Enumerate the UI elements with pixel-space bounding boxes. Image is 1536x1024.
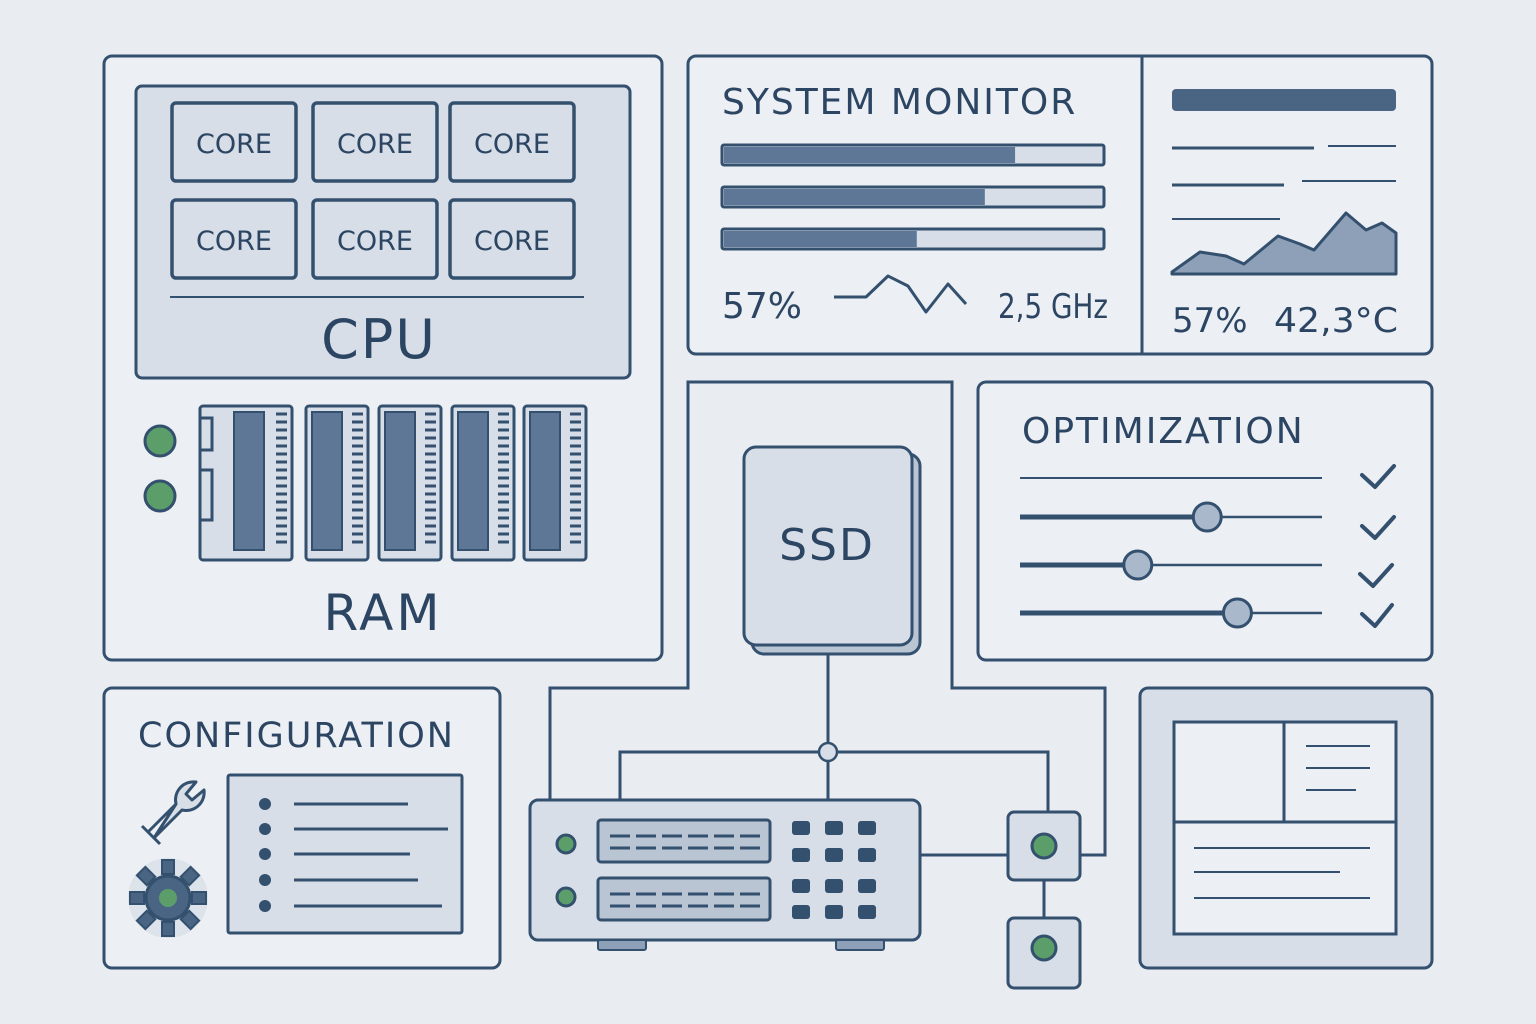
usage-bar	[720, 227, 1106, 251]
server-button	[792, 879, 810, 893]
system-monitor-panel: SYSTEM MONITOR 57% 2,5 GHz 57% 42,3°C	[686, 54, 1434, 356]
settings-list-item	[259, 848, 410, 860]
hardware-panel: CORE CORE CORE CORE CORE CORE CPU RAM	[102, 54, 664, 662]
settings-list-item	[259, 798, 408, 810]
cpu-core-label: CORE	[337, 226, 413, 257]
optimization-sliders	[1020, 501, 1322, 629]
settings-list-item	[259, 900, 442, 912]
settings-list-item	[259, 874, 418, 886]
cpu-core: CORE	[170, 101, 298, 183]
server-leds	[555, 833, 577, 908]
optimization-slider[interactable]	[1020, 597, 1322, 629]
check-icon	[1360, 464, 1396, 489]
ram-stick	[450, 404, 516, 562]
ssd-label: SSD	[779, 520, 875, 571]
optimization-slider[interactable]	[1020, 549, 1322, 581]
server-buttons	[792, 821, 876, 919]
server-button	[825, 879, 843, 893]
ram-stick	[522, 404, 588, 562]
resource-bars	[720, 143, 1106, 251]
configuration-panel: CONFIGURATION	[102, 686, 502, 970]
optimization-panel: OPTIMIZATION	[976, 380, 1434, 662]
settings-list	[226, 773, 464, 935]
cpu-core: CORE	[170, 198, 298, 280]
ssd-drive: SSD	[742, 445, 922, 656]
stats-usage-value: 57%	[1172, 301, 1248, 341]
slider-handle[interactable]	[1122, 549, 1154, 581]
cpu-cores: CORE CORE CORE CORE CORE CORE	[170, 101, 576, 280]
chart-icon	[1170, 211, 1398, 276]
drive-bay	[596, 876, 772, 922]
slider-handle[interactable]	[1191, 501, 1223, 533]
cpu-usage-value: 57%	[722, 286, 802, 327]
cpu-core: CORE	[311, 101, 439, 183]
network-node	[1006, 916, 1082, 990]
server-unit	[528, 798, 922, 951]
ram-stick	[377, 404, 443, 562]
stats-subpanel: 57% 42,3°C	[1170, 89, 1398, 341]
sparkline-icon	[834, 274, 968, 314]
check-icon	[1360, 603, 1394, 628]
wrench-icon	[140, 780, 206, 846]
cpu-core-label: CORE	[196, 129, 272, 160]
cpu-core-label: CORE	[474, 129, 550, 160]
server-button	[858, 905, 876, 919]
server-button	[792, 905, 810, 919]
ram-stick	[198, 404, 294, 562]
check-icon	[1360, 515, 1396, 540]
usage-bar	[720, 185, 1106, 209]
cpu-title: CPU	[321, 308, 437, 371]
slider-handle[interactable]	[1221, 597, 1253, 629]
storage-panel: SSD	[686, 380, 954, 763]
server-button	[825, 821, 843, 835]
temperature-value: 42,3°C	[1274, 301, 1398, 341]
cpu-core: CORE	[311, 198, 439, 280]
check-icons	[1358, 464, 1396, 628]
cpu-core: CORE	[448, 198, 576, 280]
usage-bar	[720, 143, 1106, 167]
configuration-title: CONFIGURATION	[138, 716, 455, 756]
server-button	[792, 848, 810, 862]
cpu-core-label: CORE	[196, 226, 272, 257]
server-button	[858, 879, 876, 893]
optimization-slider[interactable]	[1020, 501, 1322, 533]
cpu-core-label: CORE	[474, 226, 550, 257]
ram-status-leds	[143, 424, 177, 513]
server-button	[792, 821, 810, 835]
ram-module: RAM	[143, 404, 588, 642]
ram-sticks	[198, 404, 588, 562]
cpu-module: CORE CORE CORE CORE CORE CORE CPU	[134, 84, 632, 380]
gear-icon	[128, 858, 208, 938]
layout-preview-panel	[1138, 686, 1434, 970]
server-button	[858, 821, 876, 835]
server-button	[858, 848, 876, 862]
network-node	[1006, 810, 1082, 882]
server-button	[825, 848, 843, 862]
frequency-value: 2,5 GHz	[998, 287, 1108, 327]
check-icon	[1358, 563, 1394, 588]
ram-stick	[304, 404, 370, 562]
drive-bay	[596, 818, 772, 864]
optimization-title: OPTIMIZATION	[1022, 411, 1305, 452]
ram-title: RAM	[323, 584, 442, 642]
system-monitor-title: SYSTEM MONITOR	[722, 82, 1077, 123]
settings-list-item	[259, 823, 448, 835]
server-button	[825, 905, 843, 919]
cpu-core-label: CORE	[337, 129, 413, 160]
cpu-core: CORE	[448, 101, 576, 183]
